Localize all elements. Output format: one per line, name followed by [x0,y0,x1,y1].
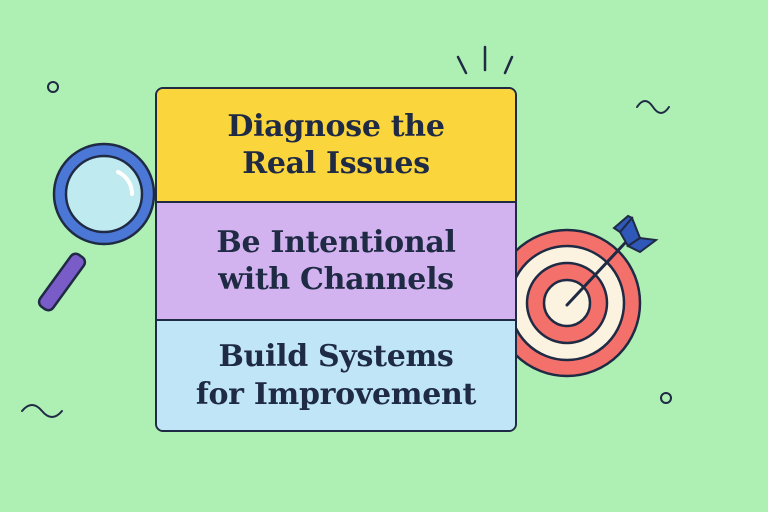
step-label: Be Intentional with Channels [216,224,456,298]
step-block-improvement: Build Systems for Improvement [157,319,515,430]
sparkle-lines-icon [456,45,514,75]
arrow-icon [565,214,659,307]
squiggle-icon [636,100,670,114]
magnifying-glass-icon [37,142,156,312]
step-block-channels: Be Intentional with Channels [157,201,515,319]
circle-dot-icon [660,392,672,404]
step-block-diagnose: Diagnose the Real Issues [157,89,515,201]
steps-stack: Diagnose the Real Issues Be Intentional … [155,87,517,432]
squiggle-icon [21,404,63,418]
step-label: Diagnose the Real Issues [227,108,445,182]
circle-dot-icon [47,81,59,93]
step-label: Build Systems for Improvement [195,339,477,412]
